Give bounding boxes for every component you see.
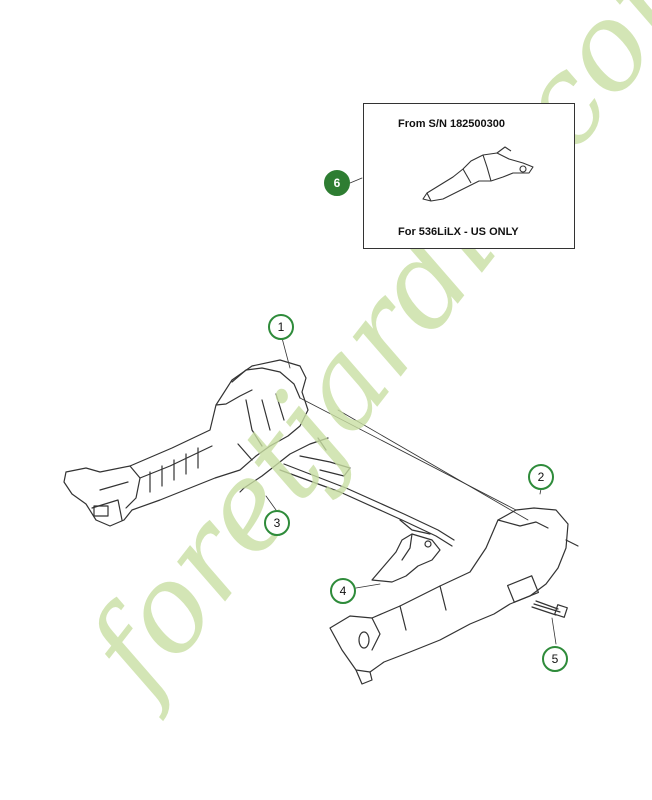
inset-box: From S/N 182500300 For 536LiLX - US ONLY bbox=[363, 103, 575, 249]
callout-2[interactable]: 2 bbox=[528, 464, 554, 490]
callout-4[interactable]: 4 bbox=[330, 578, 356, 604]
part-3-linkage bbox=[239, 437, 455, 547]
part-4-trigger bbox=[371, 533, 441, 583]
callout-3[interactable]: 3 bbox=[264, 510, 290, 536]
callout-6[interactable]: 6 bbox=[324, 170, 350, 196]
callout-5[interactable]: 5 bbox=[542, 646, 568, 672]
part-2-lower-housing bbox=[329, 507, 579, 685]
callout-1[interactable]: 1 bbox=[268, 314, 294, 340]
inset-part-drawing bbox=[422, 146, 534, 202]
inset-bottom-text: For 536LiLX - US ONLY bbox=[398, 226, 519, 238]
part-5-screw bbox=[531, 600, 568, 618]
part-1-upper-housing bbox=[63, 359, 309, 527]
inset-top-text: From S/N 182500300 bbox=[398, 118, 506, 130]
